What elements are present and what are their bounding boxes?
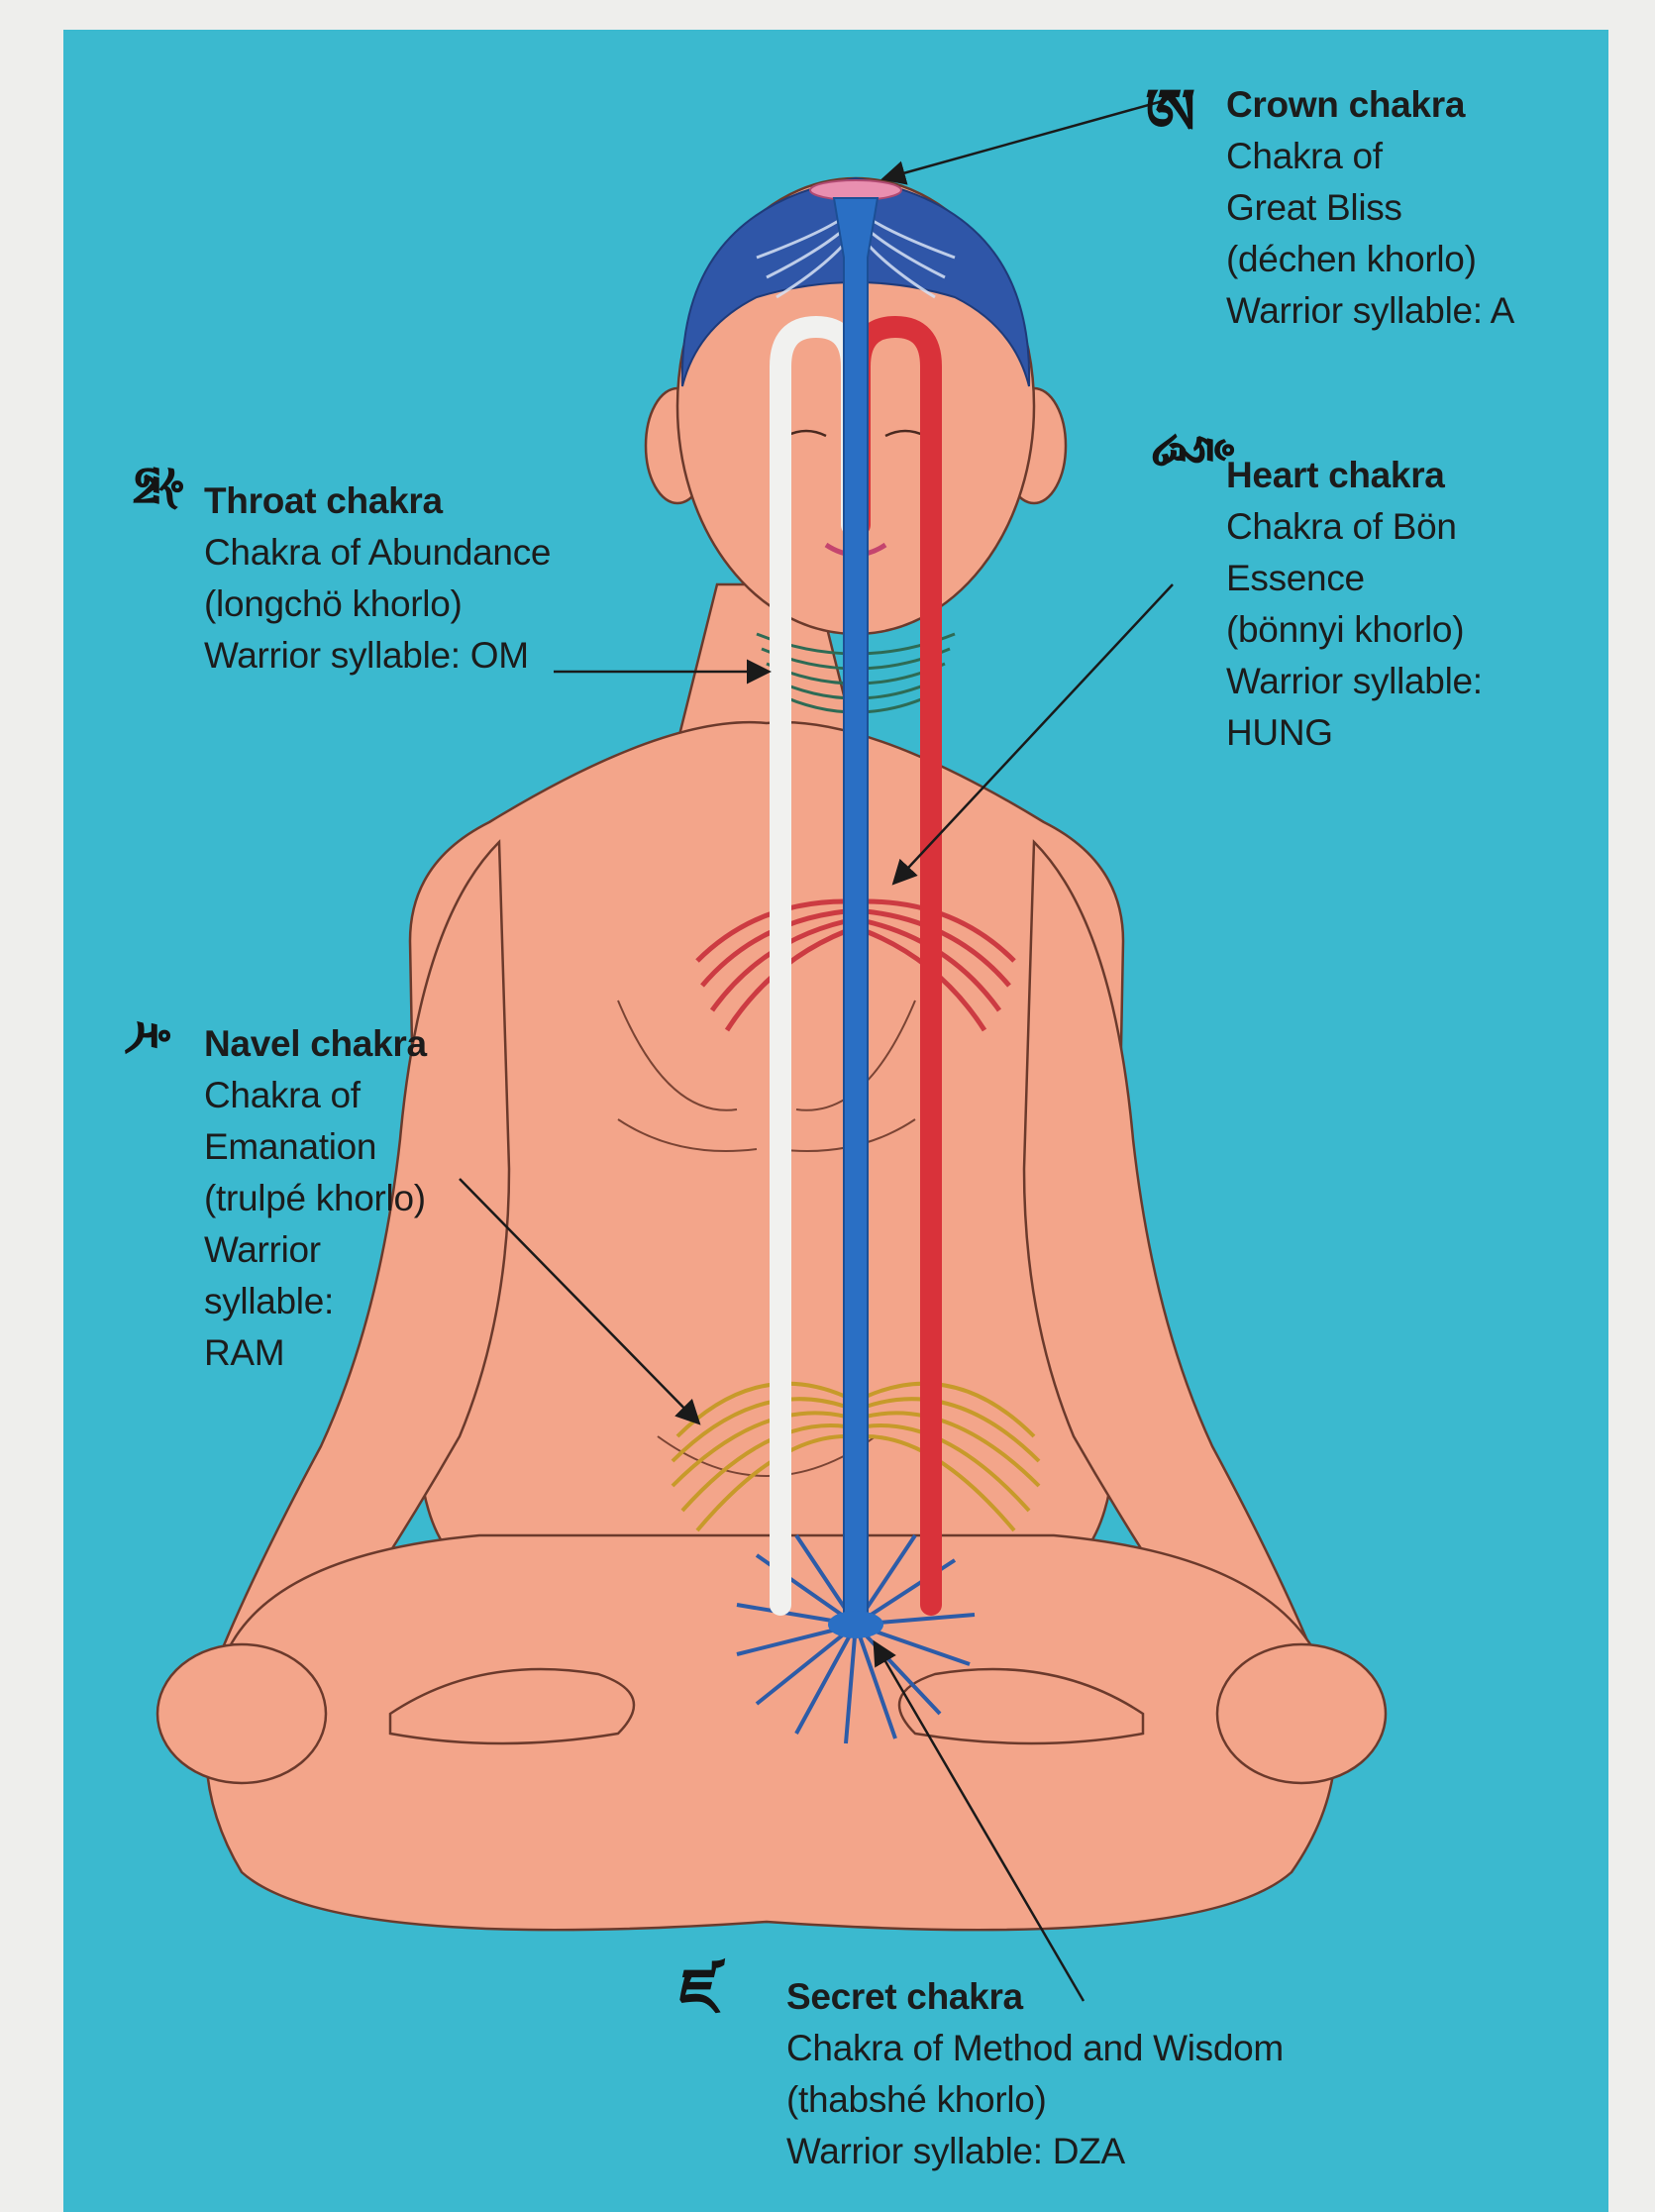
tibetan-dza-syllable-icon: ཛ (679, 1961, 718, 2025)
secret-chakra-label: Secret chakra Chakra of Method and Wisdo… (786, 1971, 1284, 2177)
heart-chakra-line-2: Essence (1226, 553, 1483, 604)
heart-chakra-label: Heart chakra Chakra of Bön Essence (bönn… (1226, 450, 1483, 759)
throat-chakra-label: Throat chakra Chakra of Abundance (longc… (204, 475, 551, 682)
crown-pointer (885, 101, 1163, 178)
navel-chakra-label: Navel chakra Chakra of Emanation (trulpé… (204, 1018, 427, 1379)
secret-chakra-title: Secret chakra (786, 1971, 1284, 2023)
throat-chakra-line-1: Chakra of Abundance (204, 527, 551, 579)
tibetan-hung-syllable-icon: ཧཱུྃ (1171, 436, 1220, 464)
crown-chakra-line-4: Warrior syllable: A (1226, 285, 1514, 337)
crown-chakra-line-3: (déchen khorlo) (1226, 234, 1514, 285)
heart-chakra-line-4: Warrior syllable: (1226, 656, 1483, 707)
crown-chakra-line-1: Chakra of (1226, 131, 1514, 182)
tibetan-ram-syllable-icon: རཾ (115, 1020, 164, 1051)
heart-chakra-line-3: (bönnyi khorlo) (1226, 604, 1483, 656)
secret-chakra-line-2: (thabshé khorlo) (786, 2074, 1284, 2126)
navel-chakra-line-3: (trulpé khorlo) (204, 1173, 427, 1224)
crown-chakra-title: Crown chakra (1226, 79, 1514, 131)
heart-chakra-line-1: Chakra of Bön (1226, 501, 1483, 553)
secret-chakra-line-1: Chakra of Method and Wisdom (786, 2023, 1284, 2074)
tibetan-a-syllable-icon: ཨ (1145, 81, 1195, 145)
navel-chakra-line-6: RAM (204, 1327, 427, 1379)
throat-chakra-line-3: Warrior syllable: OM (204, 630, 551, 682)
crown-chakra-label: Crown chakra Chakra of Great Bliss (déch… (1226, 79, 1514, 337)
heart-chakra-line-5: HUNG (1226, 707, 1483, 759)
navel-chakra-line-1: Chakra of (204, 1070, 427, 1121)
navel-chakra-line-4: Warrior (204, 1224, 427, 1276)
heart-chakra-title: Heart chakra (1226, 450, 1483, 501)
throat-chakra-title: Throat chakra (204, 475, 551, 527)
secret-chakra-hub (828, 1611, 883, 1638)
throat-chakra-line-2: (longchö khorlo) (204, 579, 551, 630)
navel-chakra-line-2: Emanation (204, 1121, 427, 1173)
tibetan-om-syllable-icon: ཨོཾ (117, 466, 166, 505)
crown-chakra-line-2: Great Bliss (1226, 182, 1514, 234)
navel-chakra-line-5: syllable: (204, 1276, 427, 1327)
navel-chakra-title: Navel chakra (204, 1018, 427, 1070)
chakra-poster: ཨ Crown chakra Chakra of Great Bliss (dé… (63, 30, 1608, 2212)
secret-chakra-line-3: Warrior syllable: DZA (786, 2126, 1284, 2177)
